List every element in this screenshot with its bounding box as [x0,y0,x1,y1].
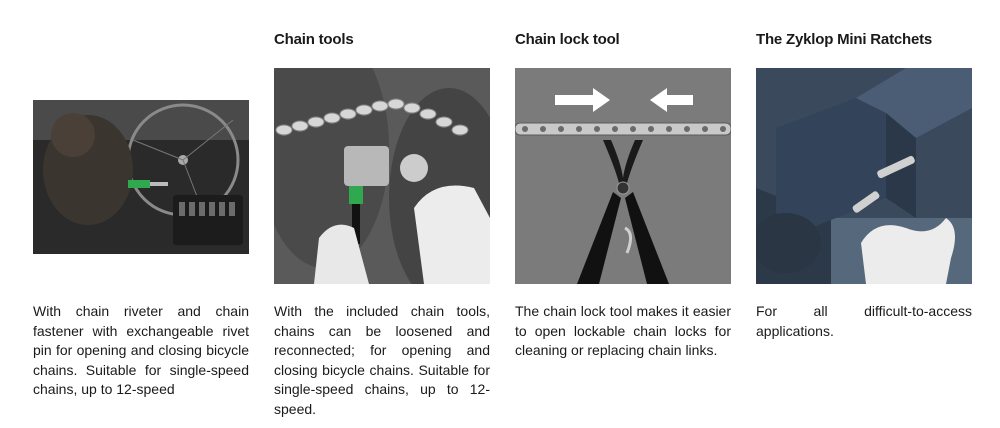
chain-tool-on-bicycle-chain-photo [274,68,490,284]
chain-riveter-workshop-photo [33,100,249,254]
section-heading: Chain lock tool [515,31,620,48]
section-heading: Chain tools [274,31,354,48]
description: The chain lock tool makes it easier to o… [515,303,731,359]
arrow-left-icon [650,88,693,112]
section-heading: The Zyklop Mini Ratchets [756,31,933,48]
description: With chain riveter and chain fastener wi… [33,303,249,398]
description: For all difficult-to-access applications… [756,303,972,339]
chain-lock-pliers-photo [515,68,731,284]
arrow-right-icon [555,88,610,112]
mini-ratchet-hand-photo [756,68,972,284]
description: With the included chain tools, chains ca… [274,303,490,417]
